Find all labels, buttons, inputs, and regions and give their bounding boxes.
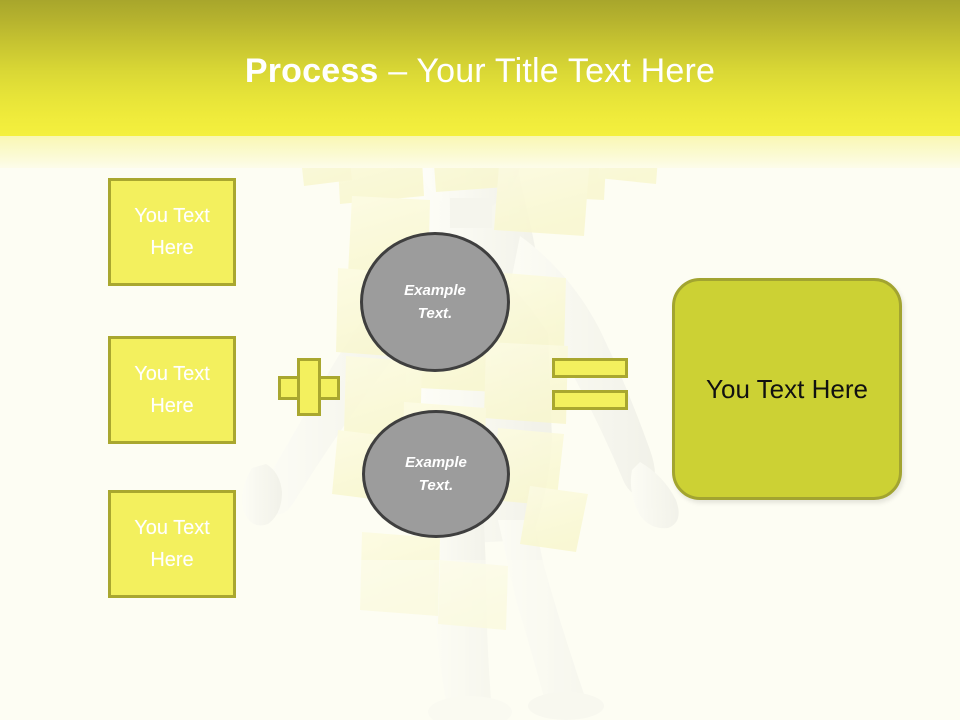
input-box-3[interactable]: You Text Here — [108, 490, 236, 598]
plus-icon-center-fill — [300, 379, 318, 397]
result-box[interactable]: You Text Here — [672, 278, 902, 500]
header-accent-band — [0, 136, 960, 168]
header-band — [0, 0, 960, 136]
example-circle-2-line2: Text. — [418, 477, 454, 494]
input-box-2[interactable]: You Text Here — [108, 336, 236, 444]
example-circle-1-line1: Example — [404, 282, 466, 299]
input-box-3-label: You Text Here — [134, 517, 210, 571]
page-title-strong: Process — [244, 52, 379, 90]
result-box-label: You Text Here — [706, 374, 868, 404]
equals-icon-top-bar — [552, 358, 628, 378]
input-box-1-label: You Text Here — [134, 205, 210, 259]
equals-icon-bottom-bar — [552, 390, 628, 410]
example-circle-2-line1: Example — [405, 454, 467, 471]
page-title: Process – Your Title Text Here — [0, 49, 960, 93]
example-circle-1-line2: Text. — [417, 305, 453, 322]
plus-icon — [278, 358, 340, 416]
equals-icon — [552, 358, 628, 410]
input-box-1[interactable]: You Text Here — [108, 178, 236, 286]
input-box-2-label: You Text Here — [134, 363, 210, 417]
page-title-rest: – Your Title Text Here — [378, 52, 716, 90]
